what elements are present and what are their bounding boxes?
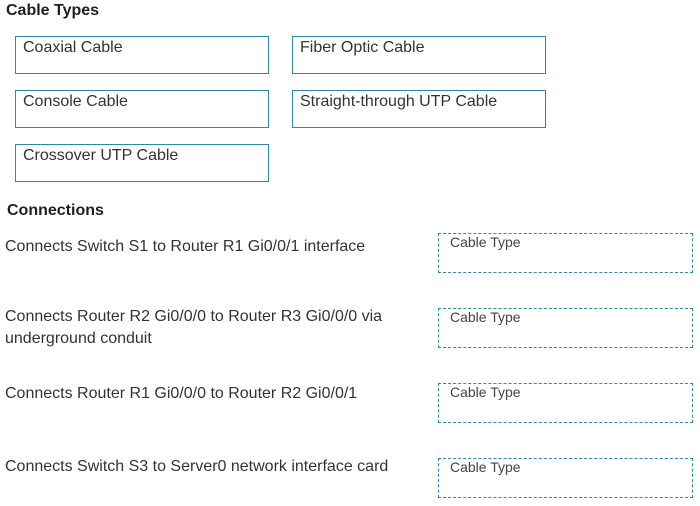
drop-zone-placeholder: Cable Type	[450, 234, 521, 250]
cable-option-fiber-optic[interactable]: Fiber Optic Cable	[292, 36, 546, 74]
cable-types-heading: Cable Types	[6, 2, 100, 19]
connection-label-3: Connects Router R1 Gi0/0/0 to Router R2 …	[5, 385, 358, 402]
connection-label-2: Connects Router R2 Gi0/0/0 to Router R3 …	[5, 308, 383, 347]
connection-label-4: Connects Switch S3 to Server0 network in…	[5, 458, 389, 475]
cable-type-drop-zone-2[interactable]: Cable Type	[438, 308, 693, 348]
cable-option-console[interactable]: Console Cable	[15, 90, 269, 128]
cable-option-coaxial[interactable]: Coaxial Cable	[15, 36, 269, 74]
cable-option-straight-through-utp[interactable]: Straight-through UTP Cable	[292, 90, 546, 128]
drop-zone-placeholder: Cable Type	[450, 384, 521, 400]
drop-zone-placeholder: Cable Type	[450, 309, 521, 325]
cable-option-crossover-utp[interactable]: Crossover UTP Cable	[15, 144, 269, 182]
drop-zone-placeholder: Cable Type	[450, 459, 521, 475]
connections-heading: Connections	[7, 202, 104, 219]
cable-type-drop-zone-4[interactable]: Cable Type	[438, 458, 693, 498]
connection-label-1: Connects Switch S1 to Router R1 Gi0/0/1 …	[5, 238, 366, 255]
cable-type-drop-zone-1[interactable]: Cable Type	[438, 233, 693, 273]
cable-type-drop-zone-3[interactable]: Cable Type	[438, 383, 693, 423]
